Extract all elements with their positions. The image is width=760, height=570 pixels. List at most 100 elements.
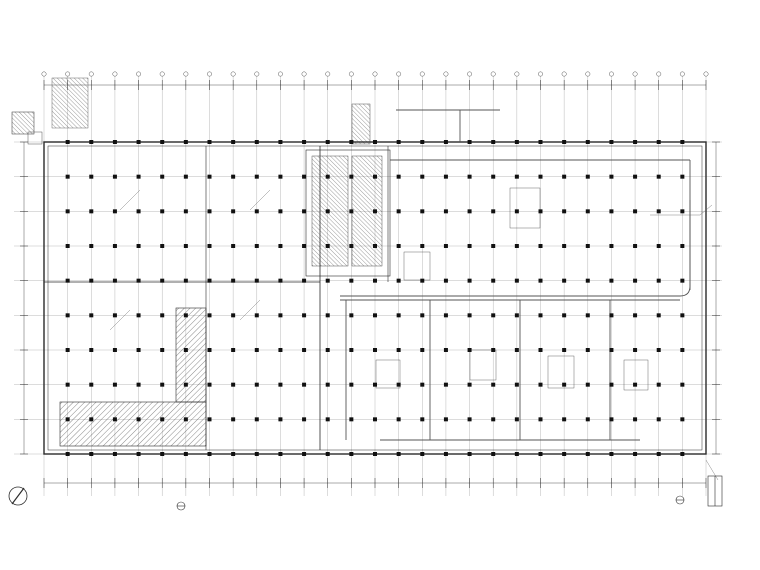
structural-column (562, 417, 567, 422)
structural-column (207, 174, 212, 179)
structural-column (633, 417, 638, 422)
structural-column (585, 244, 590, 248)
structural-column (112, 278, 117, 283)
structural-column (609, 452, 614, 456)
structural-column (278, 452, 283, 456)
structural-column (136, 174, 141, 179)
structural-column (373, 313, 377, 318)
axis-bubble (88, 71, 94, 77)
axis-bubble (325, 71, 331, 77)
axis-bubble (585, 71, 591, 77)
structural-column (278, 140, 283, 144)
structural-column (373, 348, 377, 352)
structural-column (183, 313, 188, 318)
structural-column (443, 348, 448, 352)
axis-bubble (561, 71, 567, 77)
structural-column (656, 417, 661, 422)
structural-column (373, 244, 377, 248)
structural-column (538, 382, 543, 387)
structural-column (349, 417, 354, 422)
structural-column (585, 209, 590, 214)
structural-column (609, 174, 614, 179)
structural-column (160, 140, 165, 144)
structural-column (112, 417, 117, 422)
structural-column (325, 278, 330, 283)
structural-column (112, 209, 117, 214)
axis-bubble (679, 71, 685, 77)
structural-column (183, 174, 188, 179)
structural-column (136, 209, 141, 214)
structural-column (254, 209, 259, 214)
structural-column (373, 382, 377, 387)
structural-column (514, 278, 519, 283)
axis-bubble (396, 71, 402, 77)
axis-bubble (538, 71, 543, 77)
structural-column (633, 174, 638, 179)
structural-column (207, 278, 212, 283)
structural-column (207, 452, 212, 456)
hatched-zone (59, 307, 207, 447)
structural-column (538, 313, 543, 318)
structural-column (491, 417, 496, 422)
structural-column (65, 452, 70, 456)
structural-column (420, 452, 425, 456)
structural-column (373, 209, 377, 214)
structural-column (585, 278, 590, 283)
structural-column (160, 209, 165, 214)
structural-column (136, 452, 141, 456)
structural-column (420, 348, 425, 352)
structural-column (325, 417, 330, 422)
structural-column (443, 209, 448, 214)
structural-column (231, 348, 236, 352)
structural-column (373, 452, 377, 456)
structural-column (89, 174, 94, 179)
structural-column (231, 244, 236, 248)
structural-column (254, 278, 259, 283)
structural-column (491, 278, 496, 283)
structural-column (467, 382, 472, 387)
structural-column (349, 313, 354, 318)
structural-column (656, 313, 661, 318)
structural-column (396, 140, 401, 144)
structural-column (183, 244, 188, 248)
structural-column (514, 313, 519, 318)
structural-column (183, 348, 188, 352)
structural-columns (65, 140, 685, 456)
structural-column (325, 382, 330, 387)
structural-column (207, 244, 212, 248)
structural-column (325, 209, 330, 214)
structural-column (160, 382, 165, 387)
structural-column (538, 452, 543, 456)
structural-column (112, 313, 117, 318)
axis-bubbles (41, 71, 709, 77)
structural-column (207, 313, 212, 318)
structural-column (112, 348, 117, 352)
structural-column (160, 417, 165, 422)
structural-column (254, 382, 259, 387)
structural-column (585, 140, 590, 144)
structural-column (420, 140, 425, 144)
axis-bubble (159, 71, 165, 77)
structural-column (136, 348, 141, 352)
structural-column (538, 244, 543, 248)
structural-column (254, 452, 259, 456)
structural-column (183, 452, 188, 456)
structural-column (278, 278, 283, 283)
structural-column (373, 417, 377, 422)
structural-column (420, 417, 425, 422)
structural-column (656, 382, 661, 387)
structural-column (585, 313, 590, 318)
structural-column (633, 313, 638, 318)
structural-column (89, 209, 94, 214)
structural-column (491, 452, 496, 456)
structural-column (302, 140, 307, 144)
structural-column (373, 278, 377, 283)
structural-column (491, 244, 496, 248)
structural-column (231, 209, 236, 214)
structural-column (514, 452, 519, 456)
structural-column (514, 244, 519, 248)
structural-column (349, 174, 354, 179)
structural-column (254, 313, 259, 318)
vertical-title-note (714, 432, 724, 532)
structural-column (514, 382, 519, 387)
